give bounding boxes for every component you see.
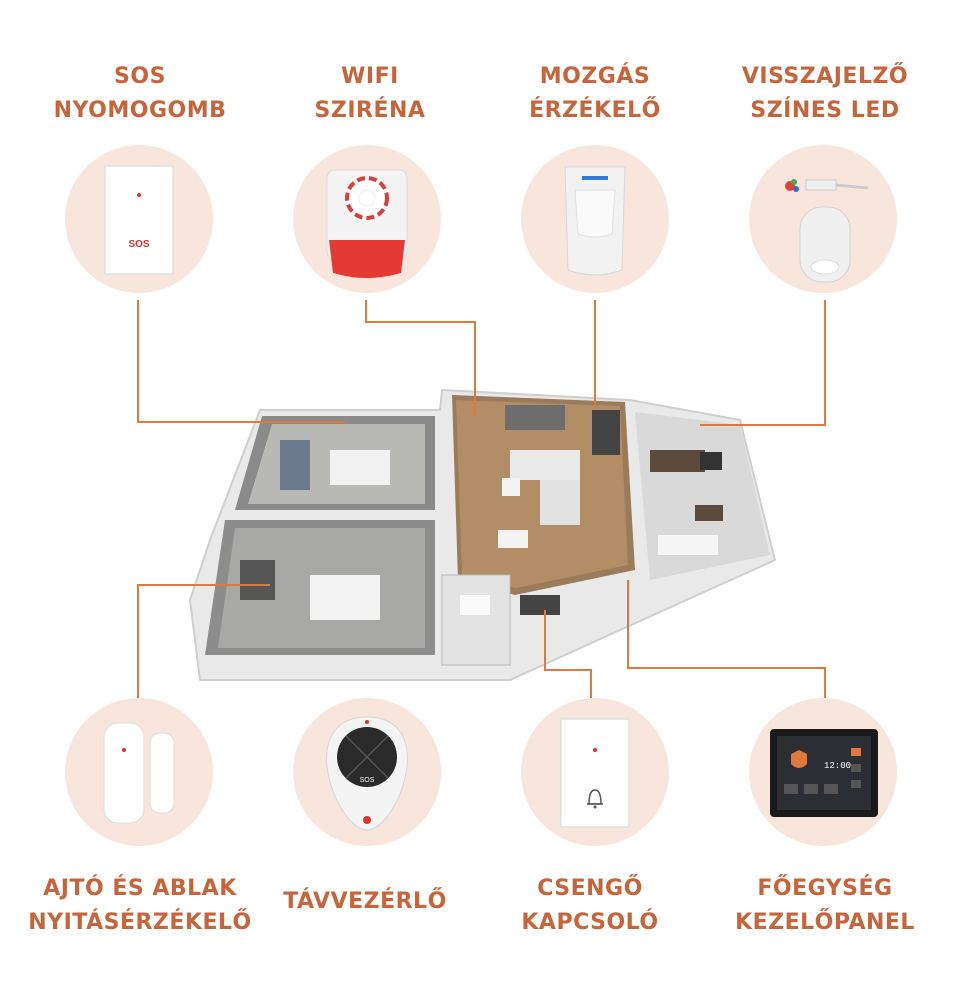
label-led-indicator: VISSZAJELZŐ SZÍNES LED	[715, 60, 935, 128]
label-line: FŐEGYSÉG	[757, 876, 893, 901]
label-sos-button: SOS NYOMOGOMB	[40, 60, 240, 128]
panel-time-text: 12:00	[824, 761, 851, 771]
label-line: ÉRZÉKELŐ	[529, 98, 661, 123]
label-line: MOZGÁS	[539, 64, 651, 89]
label-line: WIFI	[341, 64, 399, 89]
led-indicator-icon	[785, 179, 869, 283]
remote-sos-text: SOS	[360, 777, 375, 784]
label-doorbell: CSENGŐ KAPCSOLÓ	[490, 872, 690, 940]
label-motion-sensor: MOZGÁS ÉRZÉKELŐ	[495, 60, 695, 128]
connector-siren	[365, 300, 476, 415]
label-line: CSENGŐ	[537, 876, 643, 901]
remote-control-icon: SOS	[326, 716, 408, 831]
label-line: AJTÓ ÉS ABLAK	[43, 876, 237, 901]
connector-bell	[544, 610, 592, 698]
sos-button-icon: SOS	[104, 165, 174, 275]
label-line: SZÍNES LED	[750, 98, 900, 123]
connector-panel	[627, 580, 826, 698]
label-line: NYOMOGOMB	[53, 98, 227, 123]
connector-door	[137, 584, 270, 698]
label-line: NYITÁSÉRZÉKELŐ	[28, 910, 252, 935]
connector-led	[700, 300, 826, 426]
label-line: VISSZAJELZŐ	[741, 64, 909, 89]
label-wifi-siren: WIFI SZIRÉNA	[270, 60, 470, 128]
control-panel-icon: 12:00	[770, 729, 878, 817]
siren-icon	[326, 169, 408, 278]
motion-sensor-icon	[564, 166, 626, 276]
doorbell-icon	[560, 718, 630, 828]
label-line: SZIRÉNA	[314, 98, 426, 123]
label-door-sensor: AJTÓ ÉS ABLAK NYITÁSÉRZÉKELŐ	[15, 872, 265, 940]
label-line: TÁVVEZÉRLŐ	[283, 889, 447, 914]
label-remote: TÁVVEZÉRLŐ	[260, 885, 470, 919]
connector-sos	[137, 300, 345, 423]
label-control-panel: FŐEGYSÉG KEZELŐPANEL	[715, 872, 935, 940]
label-line: SOS	[114, 64, 166, 89]
label-line: KAPCSOLÓ	[521, 910, 659, 935]
door-sensor-icon	[103, 722, 175, 824]
sos-button-text: SOS	[128, 239, 149, 250]
label-line: KEZELŐPANEL	[735, 910, 915, 935]
